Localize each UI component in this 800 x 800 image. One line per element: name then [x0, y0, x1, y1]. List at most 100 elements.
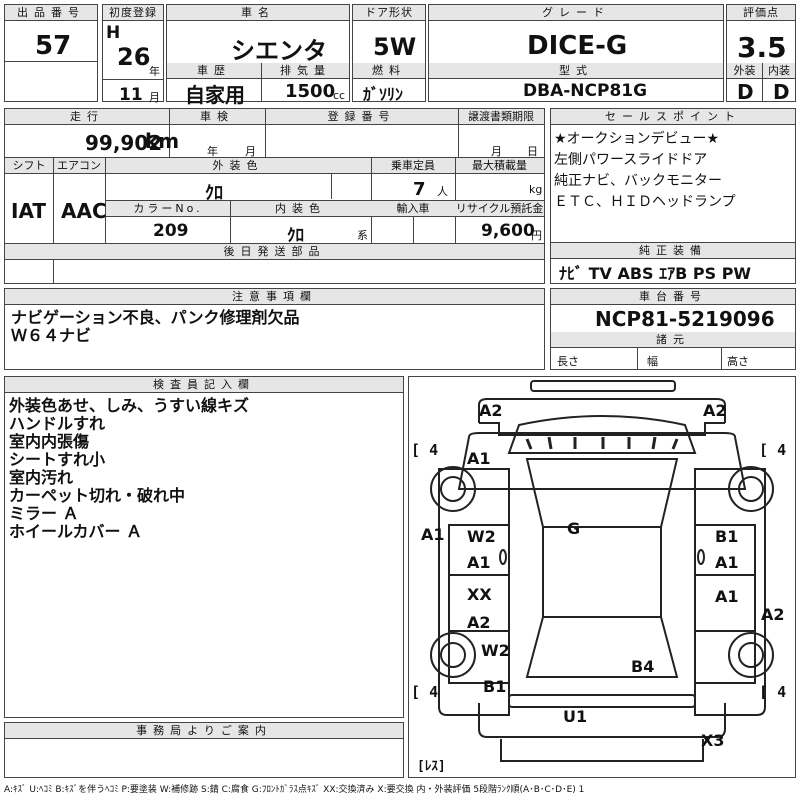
transfer-label: 譲渡書類期限 — [458, 109, 544, 125]
mark-front-door-right-b: A1 — [715, 553, 739, 572]
tire-fr-value: 4 — [777, 441, 787, 459]
inspector-line: 室内汚れ — [9, 468, 74, 487]
era: H — [106, 23, 121, 43]
inspector-box: 検査員記入欄 外装色あせ、しみ、うすい線キズ ハンドルすれ 室内内張傷 シートす… — [4, 376, 404, 718]
inspector-line: ミラー Ａ — [9, 504, 79, 523]
inspector-line: シートすれ小 — [9, 450, 106, 469]
sales-line: 純正ナビ、バックモニター — [554, 173, 722, 189]
fuel: ｶﾞｿﾘﾝ — [363, 85, 404, 104]
equipment-label: 純正装備 — [551, 243, 795, 259]
ac: AAC — [61, 199, 107, 223]
sales-line: ＥＴＣ、ＨＩＤヘッドランプ — [554, 194, 736, 210]
chassis-label: 車台番号 — [551, 289, 795, 305]
mark-rear-door-right: A1 — [715, 587, 739, 606]
damage-diagram: A2 A2 A1 A1 W2 A1 XX A2 W2 B1 G B1 A1 A1… — [408, 376, 796, 778]
grade-box: グレード DICE-G 型式 DBA-NCP81G — [428, 4, 724, 102]
mark-front-door-right-a: B1 — [715, 527, 739, 546]
notes-label: 注意事項欄 — [5, 289, 544, 305]
note-line: Ｗ６４ナビ — [11, 326, 92, 345]
color-label: 外装色 — [105, 158, 371, 174]
mark-roof: G — [567, 519, 581, 538]
later-parts-label: 後日発送部品 — [5, 244, 544, 260]
tire-rear-right: [ 4 — [759, 683, 787, 701]
inspector-line: 室内内張傷 — [9, 432, 90, 451]
mileage-unit: km — [145, 129, 180, 153]
door-type: 5W — [373, 33, 417, 61]
chassis-box: 車台番号 NCP81-5219096 諸元 長さ 幅 高さ — [550, 288, 796, 370]
mark-rear-corner: X3 — [701, 731, 725, 750]
month-unit: 月 — [149, 91, 160, 104]
spare-value: ﾚｽ — [424, 759, 438, 774]
lot-label: 出品番号 — [5, 5, 97, 21]
transfer-month: 月 — [491, 145, 502, 158]
tire-front-left: [ 4 — [411, 441, 439, 459]
model-label: 車名 — [167, 5, 349, 21]
spare-tire: [ﾚｽ] — [417, 759, 446, 774]
lot-number: 57 — [35, 31, 72, 61]
inspector-line: 外装色あせ、しみ、うすい線キズ — [9, 396, 250, 415]
capacity-label: 乗車定員 — [371, 158, 455, 174]
car-outline — [430, 380, 774, 762]
inspection-label: 車検 — [169, 109, 265, 125]
recycle-deposit: 9,600 — [481, 221, 535, 241]
model-type: DBA-NCP81G — [523, 81, 648, 101]
inspector-lines: 外装色あせ、しみ、うすい線キズ ハンドルすれ 室内内張傷 シートすれ小 室内汚れ… — [9, 397, 249, 541]
sales-box: セールスポイント ★オークションデビュー★ 左側パワースライドドア 純正ナビ、バ… — [550, 108, 796, 284]
tire-front-right: [ 4 — [759, 441, 787, 459]
model-box: 車名 シエンタ 車歴 排気量 自家用 1500 cc — [166, 4, 350, 107]
mark-rear-fender-right: A2 — [761, 605, 785, 624]
load-label: 最大積載量 — [455, 158, 544, 174]
first-reg-month: 11 — [119, 85, 143, 105]
score-label: 評価点 — [727, 5, 795, 21]
colorno-label: カラーNo. — [106, 201, 230, 217]
office-box: 事務局よりご案内 — [4, 722, 404, 778]
door-box: ドア形状 5W 燃料 ｶﾞｿﾘﾝ — [352, 4, 426, 104]
reg-label: 登録番号 — [265, 109, 458, 125]
body-color: ｸﾛ — [205, 183, 223, 204]
mark-front-door-left-b: A1 — [467, 553, 491, 572]
load-unit: kg — [529, 183, 543, 196]
insp-month: 月 — [245, 145, 256, 158]
specs-label: 諸元 — [551, 332, 795, 348]
tire-fl-value: 4 — [429, 441, 439, 459]
mark-rear-door-left-a: XX — [467, 585, 492, 604]
score: 3.5 — [737, 31, 787, 64]
tire-rear-left: [ 4 — [411, 683, 439, 701]
spec-length: 長さ — [557, 355, 579, 368]
color-number: 209 — [153, 221, 189, 241]
sales-line: ★オークションデビュー★ — [554, 131, 720, 147]
year-unit: 年 — [149, 65, 160, 78]
mark-front-left: A2 — [479, 401, 503, 420]
first-reg-label: 初度登録 — [103, 5, 163, 21]
spec-width: 幅 — [647, 355, 658, 368]
recycle-unit: 円 — [531, 229, 542, 242]
sales-lines: ★オークションデビュー★ 左側パワースライドドア 純正ナビ、バックモニター ＥＴ… — [554, 129, 736, 213]
type-label: 型式 — [429, 63, 723, 79]
mark-rear-bumper: U1 — [563, 707, 588, 726]
spec-height: 高さ — [727, 355, 749, 368]
ac-label: エアコン — [53, 158, 105, 174]
inspector-label: 検査員記入欄 — [5, 377, 403, 393]
office-label: 事務局よりご案内 — [5, 723, 403, 739]
history: 自家用 — [185, 83, 245, 107]
mark-rear-fender-left-b: B1 — [483, 677, 507, 696]
insp-year: 年 — [207, 145, 218, 158]
score-box: 評価点 3.5 外装 内装 D D — [726, 4, 796, 104]
sales-line: 左側パワースライドドア — [554, 152, 708, 168]
ext-grade: D — [737, 80, 754, 104]
grade: DICE-G — [527, 31, 628, 61]
capacity-unit: 人 — [437, 185, 448, 198]
sales-label: セールスポイント — [551, 109, 795, 125]
lot-box: 出品番号 57 — [4, 4, 98, 102]
mark-fender-left: A1 — [421, 525, 445, 544]
recycle-label: リサイクル預託金 — [455, 201, 544, 217]
chassis-number: NCP81-5219096 — [595, 307, 775, 331]
model-name: シエンタ — [231, 37, 327, 65]
import-label: 輸入車 — [371, 201, 455, 217]
mileage-label: 走行 — [5, 109, 169, 125]
intcolor-unit: 系 — [357, 229, 368, 242]
grade-label: グレード — [429, 5, 723, 21]
mark-rear-door-left-b: A2 — [467, 613, 491, 632]
inspector-line: カーペット切れ・破れ中 — [9, 486, 186, 505]
mark-rear-fender-left-a: W2 — [481, 641, 510, 660]
